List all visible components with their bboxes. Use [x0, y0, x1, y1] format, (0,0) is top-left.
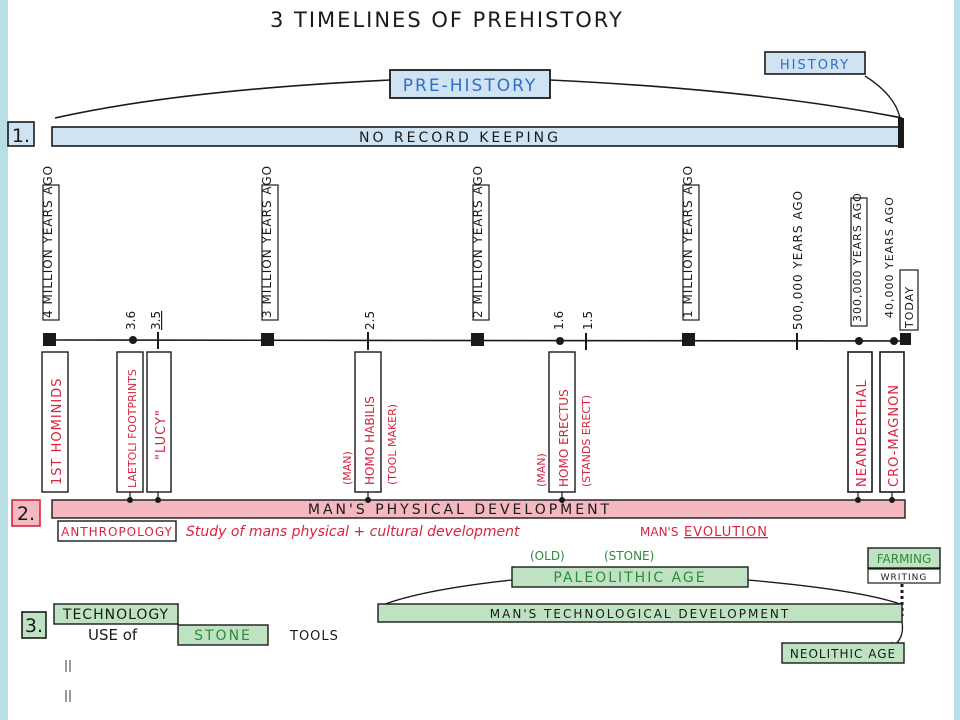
prehistory-arc: [54, 79, 903, 119]
marker-label-500k: 500,000 YEARS AGO: [791, 190, 805, 330]
technological-development-label: MAN'S TECHNOLOGICAL DEVELOPMENT: [490, 607, 790, 621]
writing-box: [867, 568, 941, 584]
faint-marks: [65, 660, 71, 702]
technology-label: TECHNOLOGY: [62, 607, 169, 623]
species-homo-habilis: HOMO HABILIS (MAN) (TOOL MAKER): [341, 351, 399, 493]
species-note-man-erectus: (MAN): [535, 453, 548, 487]
neolithic-box: [781, 642, 905, 664]
marker-label-4-million: 4 MILLION YEARS AGO: [41, 165, 55, 318]
marker-box-1-million: [682, 184, 700, 321]
neolithic-label: NEOLITHIC AGE: [790, 647, 896, 661]
farming-label: FARMING: [877, 552, 932, 566]
right-edge-strip: [954, 0, 960, 720]
species-cro-magnon: CRO-MAGNON: [879, 351, 905, 493]
scale-dot-300k: [855, 337, 863, 345]
technology-box: [53, 603, 179, 625]
species-note-tool-maker: (TOOL MAKER): [386, 404, 399, 485]
writing-label: WRITING: [881, 573, 928, 583]
stone-label: STONE: [194, 628, 252, 644]
marker-label-1-million: 1 MILLION YEARS AGO: [681, 165, 695, 318]
no-record-keeping-label: NO RECORD KEEPING: [359, 130, 561, 146]
history-box: [764, 51, 866, 75]
physical-development-label: MAN'S PHYSICAL DEVELOPMENT: [308, 502, 612, 518]
evolution-prefix: MAN'S: [640, 525, 678, 539]
paleolithic-arc-left: [379, 579, 513, 607]
left-edge-strip: [0, 0, 8, 720]
species-label-homo-habilis: HOMO HABILIS: [363, 396, 377, 485]
scale-block-today: [900, 333, 911, 345]
timeline-1-number-box: [7, 121, 35, 147]
paleolithic-box: [511, 566, 749, 588]
paleolithic-label: PALEOLITHIC AGE: [553, 570, 706, 586]
physical-bar-dots: [127, 497, 895, 503]
scale-dot-1-6: [556, 337, 564, 345]
marker-box-300k: [850, 197, 868, 327]
scale-block-1m: [682, 333, 695, 346]
stone-box: [177, 624, 269, 646]
tick-3-6: 3.6: [124, 311, 138, 330]
marker-label-2-million: 2 MILLION YEARS AGO: [471, 165, 485, 318]
timeline-3-number-box: [21, 611, 47, 639]
marker-box-today: [899, 269, 919, 331]
tick-3-5: 3.5: [149, 311, 163, 330]
paleolithic-arc-right: [747, 579, 901, 605]
page-title: 3 TIMELINES OF PREHISTORY: [270, 8, 624, 32]
marker-label-40k: 40,000 YEARS AGO: [883, 196, 896, 318]
scale-block-4m: [43, 333, 56, 346]
timeline-2-number-box: [11, 499, 41, 527]
evolution-label: EVOLUTION: [684, 525, 768, 540]
species-laetoli: LAETOLI FOOTPRINTS: [116, 351, 144, 493]
species-label-cro-magnon: CRO-MAGNON: [887, 384, 902, 487]
technological-development-bar: [377, 603, 903, 623]
species-label-neanderthal: NEANDERTHAL: [855, 379, 870, 487]
history-pointer: [864, 75, 901, 119]
timeline-1-number: 1.: [12, 125, 30, 147]
scale-dot-40k: [890, 337, 898, 345]
use-of-label: USE of: [88, 626, 138, 644]
tick-1-6: 1.6: [552, 311, 566, 330]
farming-box: [867, 547, 941, 569]
marker-label-today: TODAY: [903, 286, 916, 329]
marker-box-3-million: [261, 184, 279, 321]
tick-1-5: 1.5: [581, 311, 595, 330]
species-neanderthal: NEANDERTHAL: [847, 351, 873, 493]
species-label-homo-erectus: HOMO ERECTUS: [557, 389, 571, 487]
prehistory-label: PRE-HISTORY: [403, 76, 537, 96]
marker-box-2-million: [472, 184, 490, 321]
scale-block-3m: [261, 333, 274, 346]
history-label: HISTORY: [780, 58, 850, 73]
timeline-2-number: 2.: [17, 503, 35, 525]
scale-block-2m: [471, 333, 484, 346]
species-1st-hominids: 1ST HOMINIDS: [41, 351, 69, 493]
tools-label: TOOLS: [289, 629, 339, 644]
species-label-1st-hominids: 1ST HOMINIDS: [50, 378, 65, 485]
physical-development-bar: [51, 499, 906, 519]
prehistory-box: [389, 69, 551, 99]
species-homo-erectus: HOMO ERECTUS (MAN) (STANDS ERECT): [535, 351, 593, 493]
history-divider-mark: [898, 118, 904, 148]
anthropology-label: ANTHROPOLOGY: [61, 525, 173, 539]
marker-label-3-million: 3 MILLION YEARS AGO: [260, 165, 274, 318]
species-label-laetoli: LAETOLI FOOTPRINTS: [126, 369, 139, 488]
tick-2-5: 2.5: [363, 311, 377, 330]
species-note-man-habilis: (MAN): [341, 451, 354, 485]
scale-dot-3-6: [129, 336, 137, 344]
species-label-lucy: "LUCY": [154, 409, 169, 460]
stone-note: (STONE): [604, 549, 654, 563]
anthropology-box: [57, 520, 177, 542]
marker-label-300k: 300,000 YEARS AGO: [851, 192, 864, 322]
marker-box-4-million: [42, 184, 60, 321]
anthropology-definition: Study of mans physical + cultural develo…: [186, 524, 520, 540]
species-connectors: [129, 492, 893, 500]
species-note-stands-erect: (STANDS ERECT): [580, 395, 593, 487]
species-lucy: "LUCY": [146, 351, 172, 493]
old-note: (OLD): [530, 549, 565, 563]
timeline-3-number: 3.: [25, 615, 43, 637]
